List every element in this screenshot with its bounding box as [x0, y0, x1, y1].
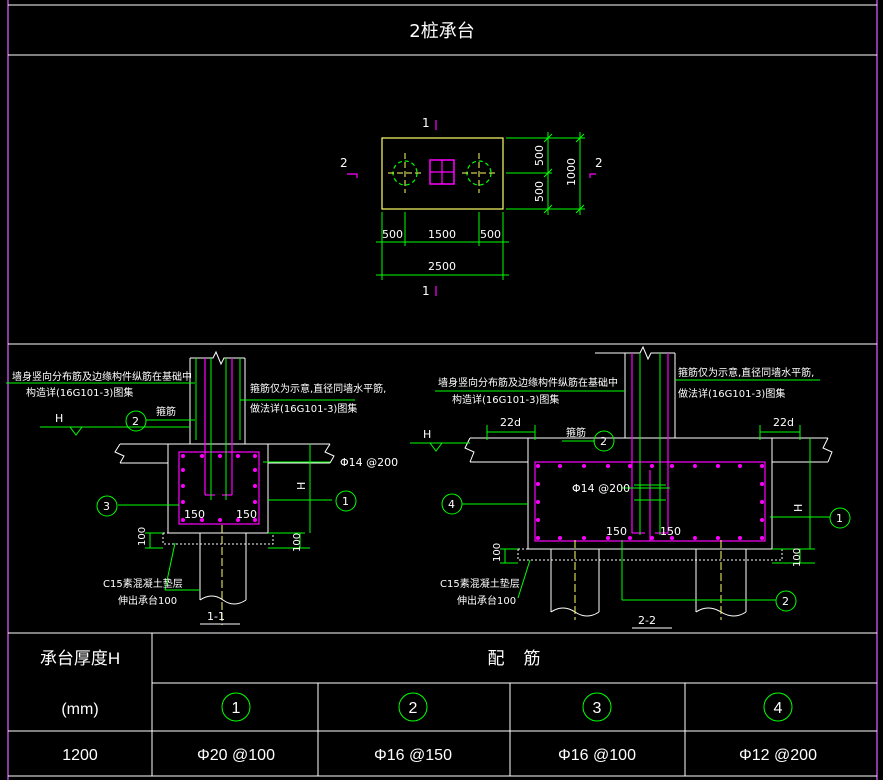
dim-100b-2: 100	[792, 548, 803, 567]
table-col-1: 1	[232, 700, 241, 717]
pile-right-plan	[462, 153, 496, 193]
dim-total-vertical: 1000	[565, 158, 578, 186]
title-frame	[8, 4, 877, 345]
caption-1-1: 1-1	[207, 610, 225, 623]
section-mark-bottom: 1	[422, 284, 430, 298]
cushion-note-1: C15素混凝土垫层	[103, 577, 183, 590]
cushion-1	[162, 532, 274, 545]
rebar-side-1: Φ14 @200	[340, 456, 398, 469]
dim-half-top: 500	[533, 145, 546, 166]
dim-h-vertical-2: H	[792, 504, 805, 512]
cushion-note-1b: 伸出承台100	[118, 594, 177, 607]
dim-100b-1: 100	[292, 533, 303, 552]
circle-label-4-s2: 4	[448, 498, 455, 511]
note-stirrup-1b: 做法详(16G101-3)图集	[250, 402, 357, 415]
table-value-3: Φ16 @100	[558, 747, 636, 764]
section-1-1: 墙身竖向分布筋及边缘构件纵筋在基础中 构造详(16G101-3)图集 箍筋仅为示…	[6, 350, 398, 625]
note-stirrup-2b: 做法详(16G101-3)图集	[678, 387, 785, 400]
circles-1-1	[96, 410, 357, 517]
dim-150b-1: 150	[236, 508, 257, 521]
note-stirrup-1: 箍筋仅为示意,直径同墙水平筋,	[250, 382, 386, 395]
note-wall-1: 墙身竖向分布筋及边缘构件纵筋在基础中	[12, 370, 192, 383]
circle-label-2-s1: 2	[132, 415, 139, 428]
dim-mid: 1500	[428, 228, 456, 241]
circle-label-1-s2: 1	[836, 512, 843, 525]
circle-label-2b-s2: 2	[782, 595, 789, 608]
section-2-2: 墙身竖向分布筋及边缘构件纵筋在基础中 构造详(16G101-3)图集 箍筋仅为示…	[410, 345, 851, 629]
table-row-thickness: 1200	[62, 747, 98, 764]
dim-22d-left: 22d	[500, 416, 521, 429]
dim-150b-2: 150	[660, 525, 681, 538]
label-h-1: H	[55, 412, 63, 425]
rebar-table: 承台厚度H (mm) 配 筋 1 2 3 4 1200 Φ20 @100 Φ16…	[8, 632, 877, 777]
dim-total-horizontal: 2500	[428, 260, 456, 273]
note-wall-2b: 构造详(16G101-3)图集	[452, 393, 559, 406]
circle-label-3-s1: 3	[103, 500, 110, 513]
table-col-4: 4	[774, 700, 783, 717]
dim-edge-right: 500	[480, 228, 501, 241]
section-mark-right: 2	[595, 156, 603, 170]
page-title: 2桩承台	[409, 21, 474, 42]
dim-150a-1: 150	[184, 508, 205, 521]
dim-edge-left: 500	[382, 228, 403, 241]
dim-h-vertical-1: H	[295, 482, 308, 490]
table-value-4: Φ12 @200	[739, 747, 817, 764]
circle-label-2-s2: 2	[600, 435, 607, 448]
label-h-2: H	[423, 428, 431, 441]
pile-1-1	[199, 533, 247, 605]
table-value-1: Φ20 @100	[197, 747, 275, 764]
pile-left-plan	[388, 153, 422, 193]
table-head-rebar: 配 筋	[488, 649, 541, 668]
cushion-note-2: C15素混凝土垫层	[440, 577, 520, 590]
cushion-note-2b: 伸出承台100	[457, 594, 516, 607]
dim-100a-2: 100	[492, 543, 503, 562]
dim-100a-1: 100	[137, 527, 148, 546]
note-wall-1b: 构造详(16G101-3)图集	[26, 386, 133, 399]
plan-view: 1 1 2 2 500 500 1000 500 1	[340, 116, 603, 298]
dim-22d-right: 22d	[773, 416, 794, 429]
table-head-unit: (mm)	[61, 701, 98, 718]
label-stirrup-1: 箍筋	[156, 405, 176, 418]
label-stirrup-2: 箍筋	[566, 426, 586, 439]
table-value-2: Φ16 @150	[374, 747, 452, 764]
caption-2-2: 2-2	[638, 614, 656, 627]
table-col-2: 2	[409, 700, 418, 717]
dim-150a-2: 150	[606, 525, 627, 538]
plan-cap-outline	[381, 137, 504, 210]
rebar-side-2: Φ14 @200	[572, 482, 630, 495]
outer-frame	[7, 0, 878, 780]
circles-2-2	[441, 430, 851, 612]
table-head-thickness: 承台厚度H	[40, 649, 120, 668]
table-col-3: 3	[593, 700, 602, 717]
dim-half-bottom: 500	[533, 181, 546, 202]
note-stirrup-2: 箍筋仅为示意,直径同墙水平筋,	[678, 366, 814, 379]
section-mark-left: 2	[340, 156, 348, 170]
section-mark-top: 1	[422, 116, 430, 130]
circle-label-1-s1: 1	[342, 495, 349, 508]
note-wall-2: 墙身竖向分布筋及边缘构件纵筋在基础中	[438, 376, 618, 389]
cushion-2	[517, 548, 783, 561]
